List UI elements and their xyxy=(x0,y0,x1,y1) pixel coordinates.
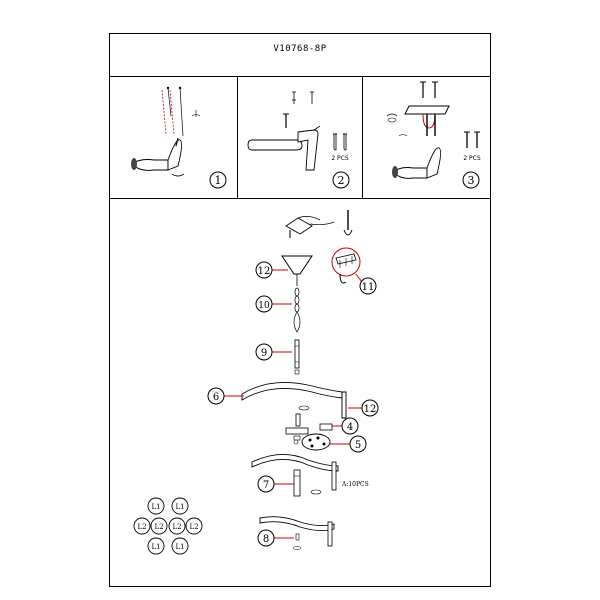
step-3-number: 3 xyxy=(468,174,475,187)
svg-text:L1: L1 xyxy=(175,503,184,511)
wiring-legend: L1 L1 L2 L2 L2 L2 xyxy=(133,497,203,555)
callout-4: 4 xyxy=(341,417,359,435)
wiring-node: L2 xyxy=(150,517,168,535)
wall-plug-pair-icon xyxy=(333,133,347,151)
upper-arm-icon xyxy=(241,381,347,419)
threaded-rod-icon xyxy=(294,339,300,369)
title-row: V10768-8P xyxy=(110,34,490,77)
screw-pair-top-icon xyxy=(420,81,438,98)
svg-text:12: 12 xyxy=(364,404,377,415)
steps-row: 1 xyxy=(110,76,490,199)
svg-text:8: 8 xyxy=(263,534,269,545)
drill-ceiling-illustration: 1 xyxy=(131,86,227,189)
instruction-sheet: V10768-8P xyxy=(109,33,491,587)
drill-icon xyxy=(392,147,442,179)
wiring-node: L1 xyxy=(147,537,165,555)
callout-9: 9 xyxy=(255,343,273,361)
step-2-qty-label: 2 PCS xyxy=(331,155,349,162)
callout-12a: 12 xyxy=(255,261,273,279)
step-3-panel: 2 PCS 3 xyxy=(363,76,492,198)
svg-text:L2: L2 xyxy=(137,523,146,531)
wiring-node: L1 xyxy=(147,497,165,515)
callout-6: 6 xyxy=(207,387,225,405)
step-1-panel: 1 xyxy=(110,76,238,198)
hub-plate-icon xyxy=(293,433,331,451)
hammer-icon xyxy=(247,125,321,171)
drill-icon xyxy=(131,137,185,177)
svg-text:L1: L1 xyxy=(151,503,160,511)
exploded-assembly-diagram: 12 11 10 xyxy=(133,210,379,555)
chain-icon xyxy=(293,287,301,333)
center-body-icon xyxy=(285,413,333,441)
callout-11: 11 xyxy=(359,277,377,295)
mounting-bracket-icon xyxy=(404,105,450,136)
arm-quantity-label: A:10PCS xyxy=(341,481,369,488)
wiring-node: L2 xyxy=(133,517,151,535)
callout-10: 10 xyxy=(255,295,273,313)
svg-text:L1: L1 xyxy=(175,543,184,551)
candle-sleeve-icon xyxy=(293,469,322,497)
ceiling-mark-icon xyxy=(191,110,201,117)
svg-text:L1: L1 xyxy=(151,543,160,551)
callout-12b: 12 xyxy=(361,399,379,417)
hammer-anchor-illustration: 2 PCS 2 xyxy=(247,91,350,189)
svg-text:L2: L2 xyxy=(154,523,163,531)
screw-icon xyxy=(283,113,289,128)
canopy-icon xyxy=(281,255,313,286)
svg-text:12: 12 xyxy=(258,266,271,277)
svg-text:10: 10 xyxy=(258,301,270,311)
step-2-badge: 2 xyxy=(332,171,350,189)
step-3-qty-label: 2 PCS xyxy=(463,155,481,162)
callout-7: 7 xyxy=(257,475,275,493)
ceiling-hole-icon xyxy=(386,113,408,137)
wiring-node: L2 xyxy=(185,517,203,535)
model-number: V10768-8P xyxy=(273,44,327,54)
anchor-plugs-icon xyxy=(292,91,314,104)
wiring-node: L1 xyxy=(171,497,189,515)
coupler-icon xyxy=(294,369,300,375)
callout-11-leader xyxy=(355,273,363,283)
svg-text:L2: L2 xyxy=(172,523,181,531)
step-3-badge: 3 xyxy=(462,171,480,189)
ceiling-bracket-wires-icon xyxy=(285,216,335,238)
terminal-block-detail-icon xyxy=(331,247,361,284)
middle-arm-icon xyxy=(251,454,339,491)
svg-text:4: 4 xyxy=(347,422,353,433)
svg-text:11: 11 xyxy=(362,282,375,293)
step-2-number: 2 xyxy=(338,174,345,187)
svg-text:6: 6 xyxy=(213,392,219,403)
hook-screw-icon xyxy=(343,210,353,236)
mount-bracket-illustration: 2 PCS 3 xyxy=(386,81,481,189)
drill-bit-lines-icon xyxy=(161,86,184,137)
callout-5: 5 xyxy=(349,435,367,453)
svg-text:9: 9 xyxy=(261,348,267,359)
svg-text:7: 7 xyxy=(263,480,269,491)
wiring-node: L2 xyxy=(168,517,186,535)
step-1-number: 1 xyxy=(215,174,222,187)
wiring-node: L1 xyxy=(171,537,189,555)
svg-text:L2: L2 xyxy=(189,523,198,531)
screw-pair-icon xyxy=(464,131,480,148)
lower-arm-icon xyxy=(259,516,335,550)
step-2-panel: 2 PCS 2 xyxy=(238,76,363,198)
step-1-badge: 1 xyxy=(209,171,227,189)
callout-8: 8 xyxy=(257,529,275,547)
svg-text:5: 5 xyxy=(355,440,361,451)
